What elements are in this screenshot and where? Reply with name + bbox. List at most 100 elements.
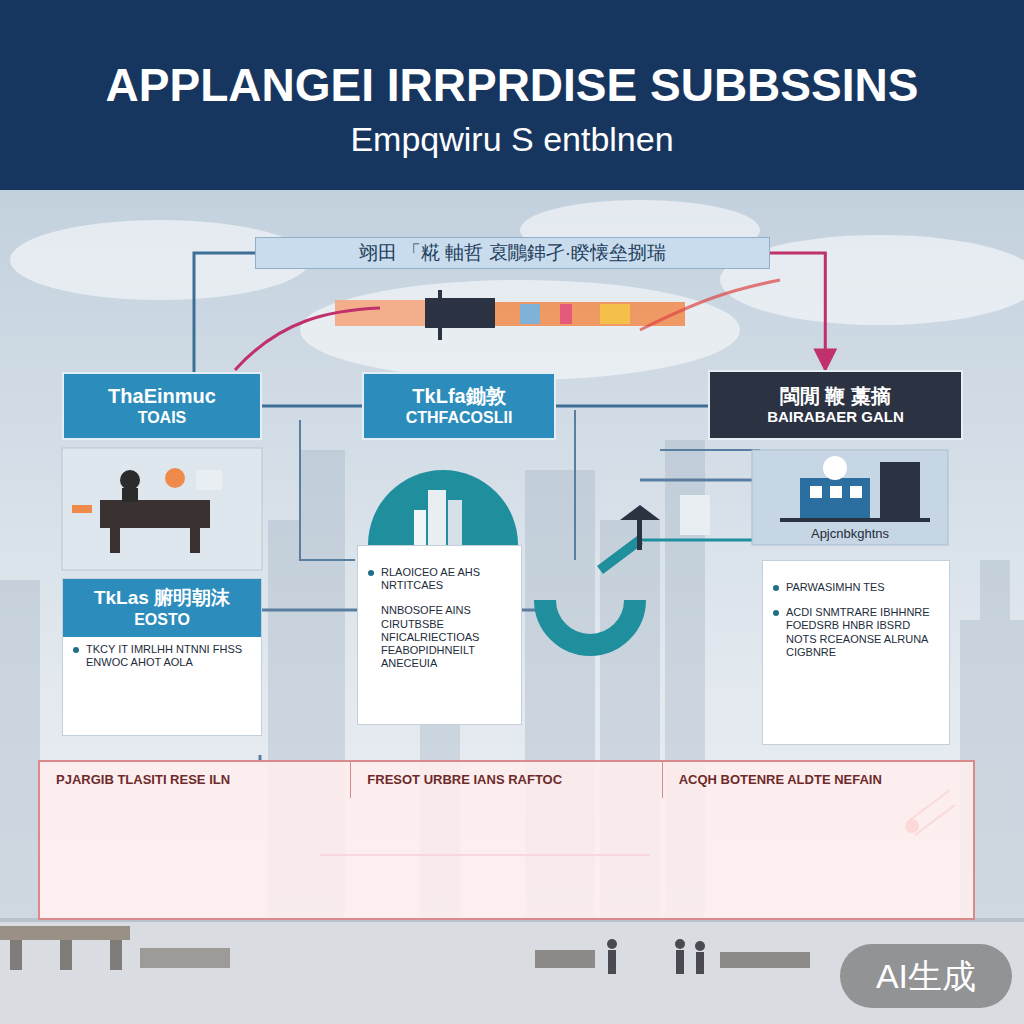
node-text: ACDI SNMTRARE IBHHNRE FOEDSRB HNBR IBSRD…	[786, 606, 939, 659]
street-stalls	[720, 952, 810, 968]
orange-stripe-graphic	[520, 304, 540, 324]
info-card: TkLas 腑明朝沫EOSTOTKCY IT IMRLHH NTNNI FHSS…	[62, 578, 262, 736]
teal-dome	[428, 490, 446, 545]
right-illustration	[880, 462, 920, 518]
left-illustration	[62, 448, 262, 570]
band-column: ACQH BOTENRE ALDTE NEFAIN	[662, 762, 973, 798]
street-stalls	[60, 940, 72, 970]
card-header: TkLas 腑明朝沫EOSTO	[63, 579, 261, 637]
person-figure	[676, 950, 684, 974]
cloud	[10, 200, 1024, 380]
bullet-row: RLAOICEO AE AHS NRTITCAES	[358, 560, 521, 598]
orange-stripe-graphic	[560, 304, 572, 324]
banner-box: 翊田 「糀 軸哲 裒鷳鋛孑·睽懐垒捌瑞	[255, 237, 770, 269]
node-text: ThaEinmuc	[108, 384, 216, 408]
left-illustration	[196, 470, 222, 490]
right-illustration	[810, 486, 822, 498]
person-figure	[675, 939, 685, 949]
street-stalls	[10, 940, 22, 970]
info-card: RLAOICEO AE AHS NRTITCAES NNBOSOFE AINS C…	[357, 545, 522, 725]
left-illustration	[110, 528, 120, 553]
info-card: PARWASIMHN TES ACDI SNMTRARE IBHHNRE FOED…	[762, 560, 950, 745]
header-band	[0, 0, 1024, 190]
right-illustration	[850, 486, 862, 498]
right-illustration	[800, 478, 870, 518]
node-text: TOAIS	[138, 408, 187, 427]
bullet-dot	[73, 647, 79, 653]
node-text: NNBOSOFE AINS CIRUTBSBE NFICALRIECTIOAS …	[381, 604, 511, 670]
page-title: APPLANGEI IRRPRDISE SUBBSSINS	[0, 58, 1024, 112]
street-stalls	[0, 926, 130, 940]
left-illustration	[100, 500, 210, 528]
ground-plaza	[0, 918, 1024, 1024]
node-text: CTHFACOSLII	[406, 408, 513, 427]
node-text: BAIRABAER GALN	[767, 408, 904, 426]
left-illustration	[165, 468, 185, 488]
subtitle: Empqwiru S entblnen	[0, 120, 1024, 159]
left-illustration	[190, 528, 200, 553]
teal-ring	[545, 540, 640, 645]
orange-stripe-graphic	[425, 298, 495, 328]
bracket-line	[574, 410, 576, 560]
left-illustration	[72, 505, 92, 513]
person-figure	[607, 939, 705, 974]
bullet-dot	[368, 570, 374, 576]
teal-dome	[368, 470, 518, 545]
ground-plaza	[0, 920, 1024, 1024]
connector-line	[770, 253, 825, 370]
summary-band: PJARGIB TLASITI RESE ILN FRESOT URBRE IAN…	[38, 760, 975, 920]
node-text: EOSTO	[134, 610, 190, 629]
node-text: 翊田 「糀 軸哲 裒鷳鋛孑·睽懐垒捌瑞	[359, 242, 666, 265]
node-text: ACQH BOTENRE ALDTE NEFAIN	[679, 772, 957, 788]
bullet-dot	[773, 585, 779, 591]
orange-stripe-graphic	[600, 304, 630, 324]
node-text: PJARGIB TLASITI RESE ILN	[56, 772, 334, 788]
watermark-badge	[840, 944, 1012, 1008]
street-stalls	[110, 940, 122, 970]
watermark-badge	[840, 944, 1012, 1008]
curved-wire	[262, 609, 357, 612]
signpost	[680, 495, 710, 535]
right-illustration	[752, 450, 948, 545]
teal-dome	[448, 500, 462, 545]
person-figure	[695, 941, 705, 951]
signpost	[637, 520, 642, 550]
right-illustration	[823, 456, 847, 480]
curved-wire	[640, 280, 780, 330]
bullet-row: PARWASIMHN TES	[763, 575, 949, 600]
teal-ring	[600, 540, 640, 570]
bracket-line	[660, 449, 760, 451]
orange-stripe-graphic	[438, 290, 442, 340]
street-stalls	[140, 948, 230, 968]
node-text: TkLas 腑明朝沫	[94, 587, 230, 610]
image-caption: Apjcnbkghtns	[752, 526, 948, 541]
signpost	[620, 495, 710, 550]
process-box: TkLfa鋤敦CTHFACOSLII	[362, 372, 556, 440]
left-illustration	[122, 488, 138, 502]
bracket-line	[300, 420, 355, 560]
bullet-row: ACDI SNMTRARE IBHHNRE FOEDSRB HNBR IBSRD…	[763, 600, 949, 665]
connector-line	[262, 405, 362, 408]
process-box: ThaEinmucTOAIS	[62, 372, 262, 440]
node-text: RLAOICEO AE AHS NRTITCAES	[381, 566, 511, 592]
connector-line	[556, 405, 708, 408]
orange-stripe-graphic	[335, 300, 425, 326]
signpost	[620, 505, 660, 520]
person-figure	[607, 939, 617, 949]
bullet-dot	[773, 610, 779, 616]
cloud	[300, 280, 740, 380]
bullet-row: TKCY IT IMRLHH NTNNI FHSS ENWOC AHOT AOL…	[63, 637, 261, 675]
band-column: FRESOT URBRE IANS RAFTOC	[350, 762, 661, 798]
band-column: PJARGIB TLASITI RESE ILN	[40, 762, 350, 798]
node-text: PARWASIMHN TES	[786, 581, 885, 594]
orange-stripe-graphic	[335, 290, 685, 340]
right-illustration	[830, 486, 842, 498]
node-text: TkLfa鋤敦	[412, 384, 505, 408]
teal-dome	[414, 510, 426, 545]
street-stalls	[0, 926, 810, 970]
city-skyline	[0, 580, 40, 920]
curved-wire	[640, 539, 752, 542]
left-illustration	[120, 470, 140, 490]
